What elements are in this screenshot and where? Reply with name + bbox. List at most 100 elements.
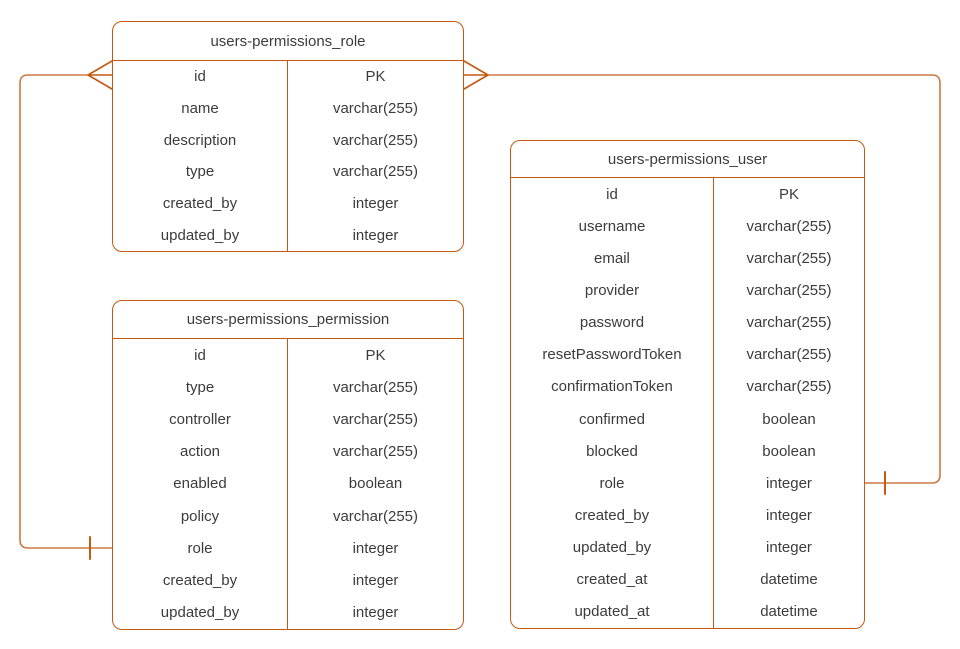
field-type: PK <box>365 346 386 364</box>
field-type: integer <box>352 195 399 213</box>
field-type: varchar(255) <box>746 281 832 299</box>
field-name: confirmationToken <box>511 370 714 403</box>
field-name: username <box>511 210 714 243</box>
field-row: enabled boolean <box>113 467 463 501</box>
entity-table-users-permissions-role[interactable]: users-permissions_role id PK name varchar(2… <box>112 21 464 252</box>
field-name: created_by <box>113 564 288 597</box>
field-row: description varchar(255) <box>113 124 463 157</box>
field-type: varchar(255) <box>746 217 832 235</box>
field-row: updated_at datetime <box>511 595 864 628</box>
field-name: updated_by <box>511 531 714 564</box>
field-name: updated_by <box>113 219 288 252</box>
field-row: created_by integer <box>113 187 463 220</box>
field-row: updated_by integer <box>113 219 463 252</box>
field-row: action varchar(255) <box>113 435 463 468</box>
field-name: id <box>113 339 288 372</box>
edge-line <box>487 74 941 484</box>
field-row: policy varchar(255) <box>113 500 463 533</box>
field-type: datetime <box>760 571 818 589</box>
field-name: role <box>113 532 288 565</box>
crows-foot-many-icon <box>463 60 489 90</box>
field-row: created_at datetime <box>511 563 864 596</box>
field-type: varchar(255) <box>746 378 832 396</box>
field-row: updated_by integer <box>113 596 463 629</box>
field-type: boolean <box>348 475 403 493</box>
field-name: updated_by <box>113 596 288 629</box>
field-row: confirmed boolean <box>511 402 864 436</box>
field-type: varchar(255) <box>332 507 419 525</box>
crows-foot-many-icon <box>87 60 113 90</box>
field-row: created_by integer <box>511 499 864 532</box>
field-row: username varchar(255) <box>511 210 864 243</box>
field-type: varchar(255) <box>332 443 419 461</box>
field-row: confirmationToken varchar(255) <box>511 370 864 403</box>
field-row: password varchar(255) <box>511 306 864 339</box>
field-type: varchar(255) <box>746 249 832 267</box>
field-type: varchar(255) <box>332 411 419 429</box>
field-name: id <box>113 61 288 93</box>
field-name: policy <box>113 500 288 533</box>
field-row: type varchar(255) <box>113 371 463 404</box>
field-row: name varchar(255) <box>113 92 463 125</box>
field-row: blocked boolean <box>511 435 864 468</box>
field-type: integer <box>352 604 399 622</box>
field-type: PK <box>365 68 386 86</box>
edge-line <box>19 74 113 549</box>
field-type: integer <box>766 506 812 524</box>
field-name: type <box>113 371 288 404</box>
table-title: users-permissions_permission <box>113 301 463 339</box>
field-type: varchar(255) <box>746 314 832 332</box>
field-type: PK <box>778 185 799 203</box>
field-name: resetPasswordToken <box>511 338 714 371</box>
field-name: enabled <box>113 467 288 501</box>
field-row: id PK <box>511 178 864 211</box>
field-type: varchar(255) <box>332 131 419 149</box>
field-name: action <box>113 435 288 468</box>
field-name: provider <box>511 274 714 307</box>
table-title: users-permissions_role <box>113 22 463 61</box>
table-title: users-permissions_user <box>511 141 864 178</box>
field-row: role integer <box>113 532 463 565</box>
field-type: varchar(255) <box>332 163 419 181</box>
field-name: created_at <box>511 563 714 596</box>
entity-table-users-permissions-permission[interactable]: users-permissions_permission id PK type var… <box>112 300 464 630</box>
field-type: varchar(255) <box>332 100 419 117</box>
field-name: created_by <box>113 187 288 220</box>
field-type: datetime <box>760 603 818 621</box>
field-name: description <box>113 124 288 157</box>
field-row: updated_by integer <box>511 531 864 564</box>
field-type: boolean <box>762 410 816 428</box>
field-name: type <box>113 156 288 188</box>
field-name: name <box>113 92 288 125</box>
edge-role-to-permission[interactable] <box>19 60 113 560</box>
field-type: integer <box>766 539 812 557</box>
entity-table-users-permissions-user[interactable]: users-permissions_user id PK username varch… <box>510 140 865 629</box>
field-type: integer <box>352 226 399 244</box>
field-type: integer <box>352 572 399 590</box>
field-type: integer <box>352 539 399 557</box>
edge-role-to-user[interactable] <box>463 60 941 495</box>
field-name: password <box>511 306 714 339</box>
field-type: varchar(255) <box>746 346 832 364</box>
field-name: id <box>511 178 714 211</box>
field-name: created_by <box>511 499 714 532</box>
field-row: created_by integer <box>113 564 463 597</box>
field-type: varchar(255) <box>332 378 419 396</box>
field-type: integer <box>766 474 812 492</box>
field-type: boolean <box>762 442 816 460</box>
field-name: confirmed <box>511 402 714 436</box>
field-row: resetPasswordToken varchar(255) <box>511 338 864 371</box>
field-row: provider varchar(255) <box>511 274 864 307</box>
field-row: id PK <box>113 339 463 372</box>
field-name: updated_at <box>511 595 714 628</box>
table-body: id PK name varchar(255) description varchar(2… <box>113 61 463 252</box>
field-name: blocked <box>511 435 714 468</box>
field-row: type varchar(255) <box>113 156 463 188</box>
